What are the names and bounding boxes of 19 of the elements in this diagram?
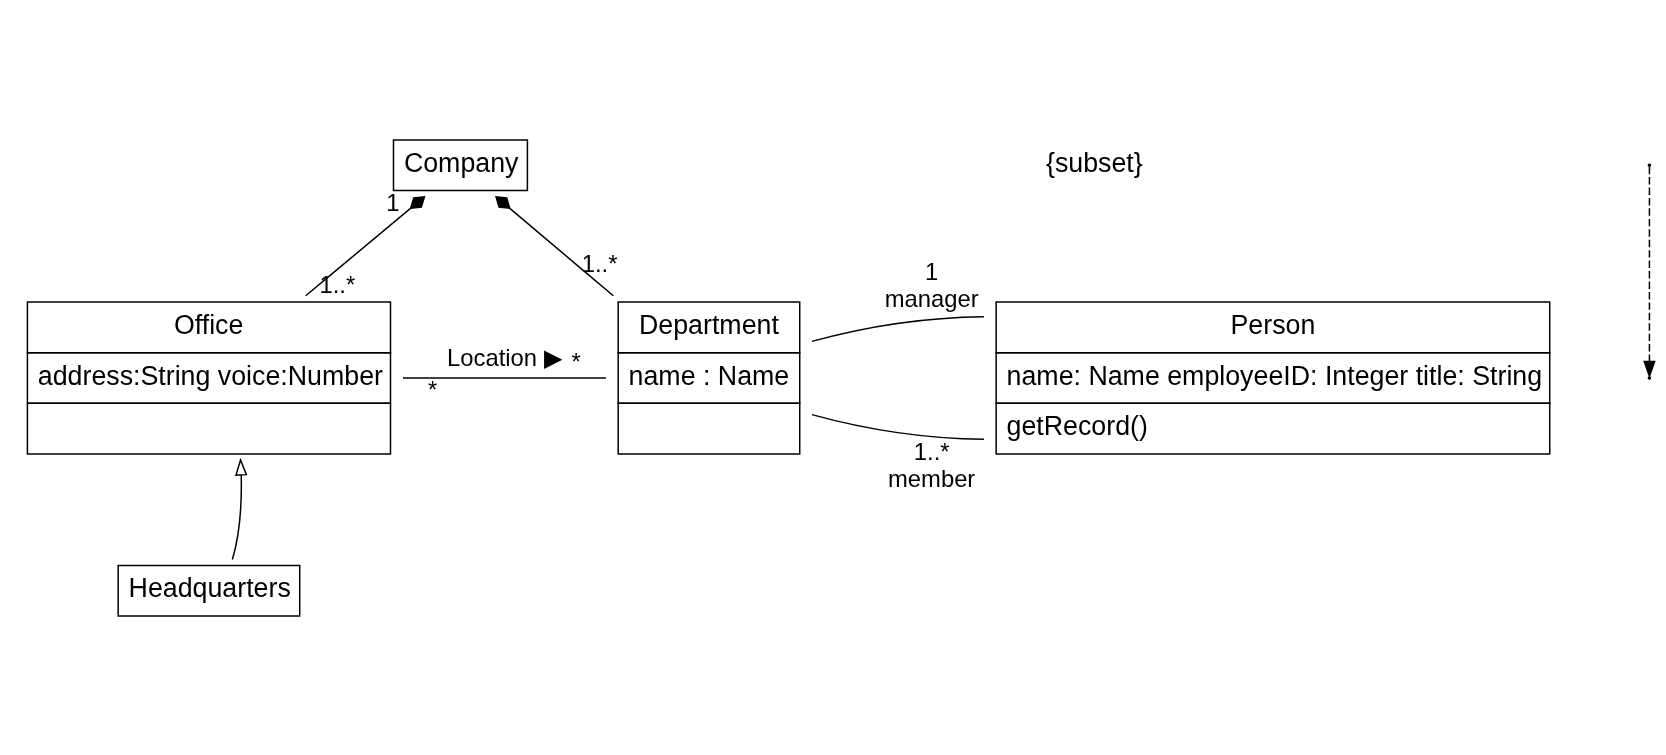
connector	[304, 195, 426, 297]
label: 1	[925, 257, 939, 285]
connector	[811, 315, 985, 342]
edge-label: Location ▶	[447, 343, 562, 371]
connector	[402, 376, 607, 379]
label: member	[888, 464, 976, 492]
label: 1..*	[581, 249, 618, 277]
arrow	[231, 457, 248, 560]
label: 1	[386, 188, 400, 216]
label: *	[571, 347, 581, 375]
label: manager	[884, 284, 979, 312]
connector	[495, 195, 615, 297]
node-box: Headquarters	[117, 564, 301, 617]
label: 1..*	[913, 437, 950, 465]
connector	[811, 413, 985, 440]
label: 1..*	[319, 270, 356, 298]
label: {subset}	[1045, 147, 1143, 178]
label: *	[428, 374, 438, 402]
node-box: Company	[392, 138, 529, 191]
